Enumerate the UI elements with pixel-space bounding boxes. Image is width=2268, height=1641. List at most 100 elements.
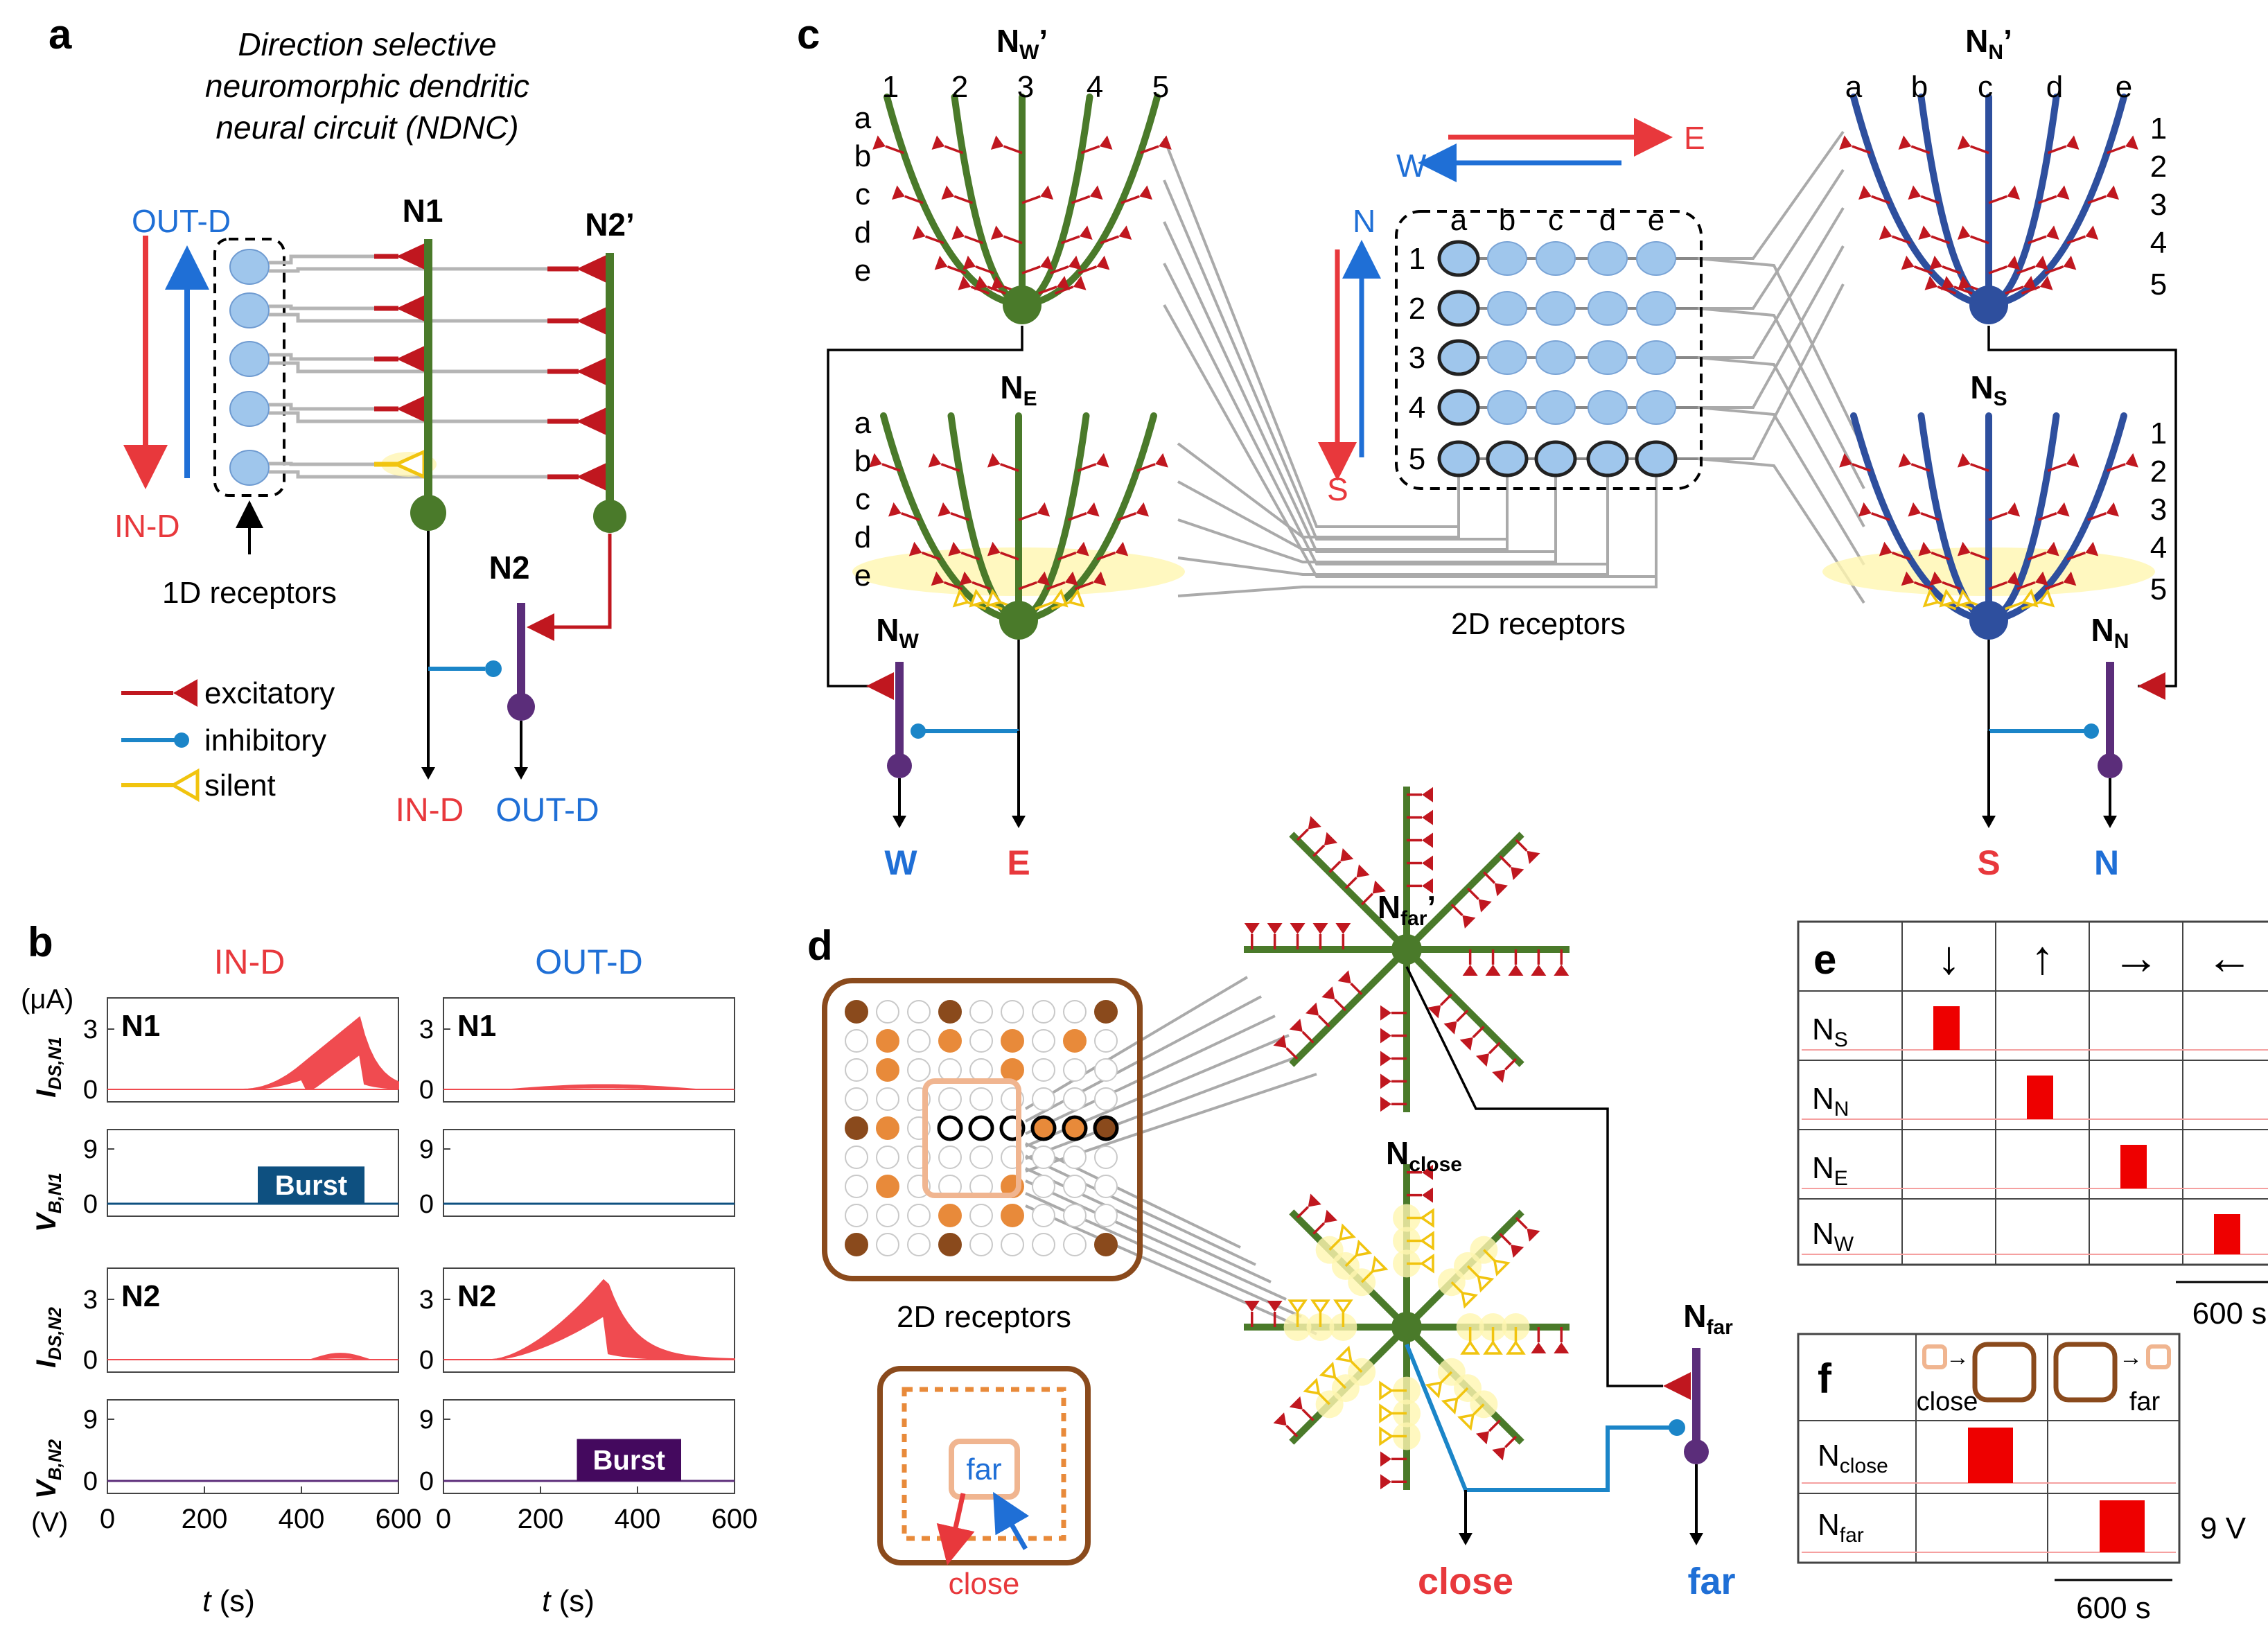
- ns-spine-2-2-stem: [1920, 512, 1940, 521]
- nw-prime-spine-3-2-stem: [1021, 195, 1041, 204]
- wire-col-ne-3: [1177, 471, 1557, 563]
- ns-spine-1-4-stem: [1913, 581, 1933, 590]
- receptor-3-2: [1487, 340, 1527, 375]
- nwp-col-1: 1: [882, 70, 899, 104]
- nw-prime-spine-2-3: [951, 225, 965, 240]
- output-in-d-label: IN-D: [396, 792, 464, 829]
- nn-prime-spine-3-4-stem: [1988, 265, 2007, 274]
- ns-spine-4-5-stem: [2005, 601, 2024, 611]
- synapse-legend: excitatory inhibitory silent: [121, 676, 335, 802]
- nn-excitatory-synapse: [2138, 672, 2165, 700]
- n2-output-arrow-head: [514, 767, 528, 780]
- nfar-prime-soma: [1391, 934, 1422, 965]
- grid-cell-2-3: [938, 1058, 962, 1082]
- grid-cell-1-4: [969, 1029, 993, 1053]
- grid-cell-2-1: [876, 1058, 899, 1082]
- nfar-inhibitory-synapse: [1669, 1419, 1685, 1436]
- ne-spine-4-5: [1051, 588, 1069, 608]
- grid-cell-2-5: [1001, 1058, 1024, 1082]
- nfar-excitatory-synapse: [1663, 1372, 1691, 1400]
- nclose-spine-6-2-stem: [1344, 1254, 1357, 1267]
- ns-spine-1-4: [1901, 571, 1915, 586]
- nw-prime-spine-4-3: [1079, 225, 1093, 240]
- nw-output-arrow-head: [893, 816, 906, 828]
- grid-col-label-1: a: [1450, 203, 1468, 237]
- ytick-label-i1l-1: 3: [83, 1015, 98, 1044]
- grid-row-label-3: 3: [1409, 341, 1425, 375]
- grid-cell-0-6: [1032, 1000, 1055, 1024]
- ns-spine-3-3: [1957, 541, 1971, 556]
- nw-prime-spine-2-3-stem: [964, 235, 984, 245]
- ytick-label-v2l-0: 0: [83, 1467, 98, 1496]
- n2p-excitatory-synapse-2: [577, 307, 606, 335]
- wire-to-nfarp-2: [1025, 995, 1262, 1123]
- ns-spine-1-1-stem: [1852, 463, 1871, 472]
- ne-spine-5-2-stem: [1117, 512, 1136, 521]
- grid-cell-2-4: [969, 1058, 993, 1082]
- ytick-label-v1r-0: 0: [419, 1190, 434, 1219]
- nw-prime-spine-5-2: [1139, 185, 1153, 200]
- nw-prime-spine-5-3: [1118, 225, 1132, 240]
- ne-spine-5-2: [1136, 502, 1150, 517]
- looming-pulse-1: [1968, 1428, 2013, 1483]
- xlabel-right: t (s): [542, 1584, 595, 1618]
- nn-prime-spine-3-5: [1957, 276, 1971, 290]
- xtick-label-v2l-1: 200: [182, 1504, 228, 1534]
- receptor-4-2: [1487, 390, 1527, 425]
- grid-cell-7-8: [1094, 1204, 1118, 1227]
- nfar-prime-spine-5-5: [1244, 923, 1260, 934]
- nclose-spine-4-4: [1289, 1396, 1303, 1410]
- grid-cell-4-7: [1062, 1115, 1088, 1141]
- nw-prime-spine-3-2: [1040, 185, 1054, 200]
- output-s-label: S: [1977, 843, 2000, 882]
- receptor-5-5: [1635, 440, 1678, 477]
- ns-branch-1: [1850, 412, 1992, 624]
- nfar-prime-spine-2-3: [1459, 1037, 1473, 1051]
- nn-prime-spine-2-5: [1941, 276, 1954, 290]
- nn-prime-spine-2-4-stem: [1942, 265, 1961, 274]
- wire-col-ne-5: [1177, 471, 1658, 597]
- ne-spine-2-3: [948, 541, 962, 556]
- ns-branch-5: [1985, 412, 2127, 624]
- direction-4-icon: ←: [2206, 931, 2253, 984]
- nclose-spine-7-1: [1419, 1254, 1434, 1274]
- nclose-spine-2-4: [1475, 1431, 1490, 1445]
- nfar-prime-spine-5-2: [1312, 923, 1328, 934]
- ns-spine-3-1: [1957, 453, 1971, 468]
- nclose-spine-3-3: [1379, 1426, 1394, 1446]
- nfar-prime-spine-2-2-stem: [1456, 1009, 1469, 1022]
- grid-cell-4-6: [1030, 1115, 1057, 1141]
- nclose-spine-4-5: [1273, 1412, 1287, 1426]
- plot-neuron-label-i2l: N2: [121, 1279, 160, 1313]
- ne-output-arrow-head: [1012, 816, 1026, 828]
- 1d-receptor-box: [213, 238, 285, 497]
- ns-spine-2-5: [1939, 588, 1956, 608]
- table-f-row-label-1: Nclose: [1818, 1439, 1888, 1477]
- grid-cell-3-7: [1063, 1087, 1087, 1111]
- ns-spine-5-5-stem: [2021, 601, 2041, 611]
- nfar-label: Nfar: [1683, 1298, 1733, 1339]
- nfar-prime-spine-6-4: [1324, 832, 1338, 845]
- nclose-spine-8-1-stem: [1450, 1281, 1463, 1294]
- looming-schematic: far close: [877, 1366, 1091, 1601]
- wire-row-ns-2: [1697, 307, 1865, 489]
- nfar-prime-spine-4-2-stem: [1334, 999, 1347, 1012]
- receptor-4-5: [1636, 390, 1676, 425]
- direction-1-icon: ↓: [1937, 931, 1961, 984]
- ytick-label-v1r-1: 9: [419, 1135, 434, 1164]
- nclose-spine-2-3: [1457, 1413, 1475, 1431]
- ns-spine-5-4: [2063, 571, 2077, 586]
- nn-prime-spine-3-3: [1957, 225, 1971, 240]
- ne-spine-2-1: [928, 453, 942, 468]
- ne-label: NE: [1000, 369, 1037, 410]
- xtick-label-v2r-1: 200: [518, 1504, 564, 1534]
- nn-prime-spine-3-2-stem: [1988, 195, 2007, 204]
- table-f-border: [1797, 1333, 2181, 1564]
- grid-cell-7-4: [969, 1204, 993, 1227]
- wire-row-ns-1: [1697, 257, 1865, 451]
- nw-prime-spine-4-3-stem: [1060, 235, 1080, 245]
- nn-prime-spine-5-1: [2125, 135, 2138, 150]
- nclose-spine-4-3-stem: [1317, 1392, 1330, 1405]
